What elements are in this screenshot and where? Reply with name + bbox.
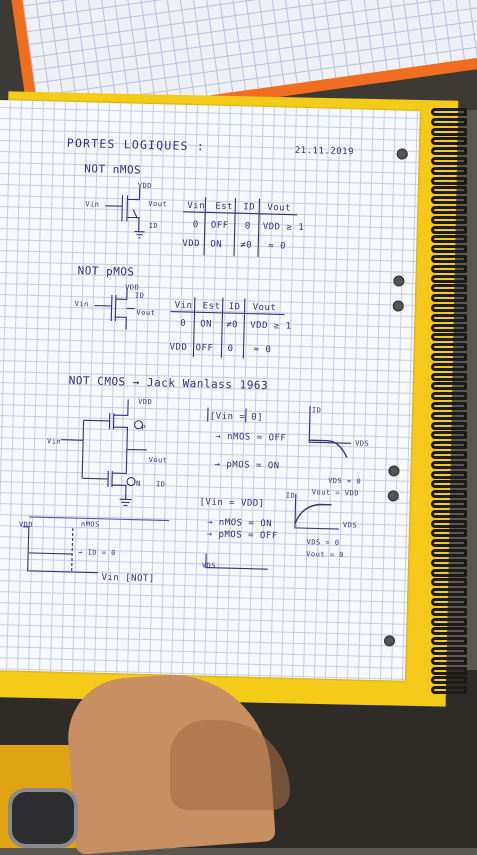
- spiral-coil: [431, 255, 467, 263]
- spiral-coil: [431, 519, 467, 528]
- spiral-coil: [431, 607, 467, 616]
- spiral-coil: [431, 539, 467, 548]
- spiral-coil: [431, 686, 467, 695]
- spiral-coil: [431, 421, 467, 430]
- spiral-coil: [431, 215, 467, 224]
- spiral-coil: [431, 382, 467, 391]
- transfer-graph: [22, 526, 98, 574]
- spiral-coil: [431, 137, 467, 146]
- spiral-coil: [431, 147, 467, 156]
- nmos-table-grid: [183, 197, 298, 257]
- spiral-coil: [431, 196, 467, 205]
- spiral-coil: [431, 284, 467, 293]
- wristwatch: [8, 788, 78, 848]
- spiral-coil: [431, 480, 467, 489]
- spiral-coil: [431, 509, 467, 518]
- notebook-spiral: [431, 108, 471, 698]
- cmos-inverter-sketch: [61, 399, 147, 500]
- pmos-transistor-sketch: [94, 288, 135, 330]
- spiral-coil: [431, 627, 467, 636]
- spiral-coil: [431, 558, 467, 567]
- spiral-coil: [431, 225, 467, 234]
- spiral-coil: [431, 460, 467, 469]
- spiral-coil: [431, 245, 467, 254]
- small-graph-axes: [205, 553, 268, 570]
- spiral-coil: [431, 372, 467, 381]
- spiral-coil: [431, 490, 467, 499]
- spiral-coil: [431, 264, 467, 273]
- spiral-coil: [431, 568, 467, 577]
- spiral-coil: [431, 529, 467, 538]
- spiral-coil: [431, 676, 467, 685]
- spiral-coil: [431, 470, 467, 479]
- spiral-coil: [431, 451, 467, 459]
- spiral-coil: [431, 108, 467, 116]
- spiral-coil: [431, 431, 467, 440]
- spiral-coil: [431, 176, 467, 185]
- spiral-coil: [431, 323, 467, 332]
- spiral-coil: [431, 578, 467, 587]
- circuit-sketches: [22, 187, 352, 574]
- notebook-page: PORTES LOGIQUES : 21.11.2019 NOT nMOS VD…: [0, 100, 420, 681]
- graph2-axes: [294, 493, 339, 530]
- spiral-coil: [431, 598, 467, 606]
- spiral-coil: [431, 235, 467, 244]
- spiral-coil: [431, 313, 467, 322]
- spiral-coil: [431, 362, 467, 371]
- spiral-coil: [431, 441, 467, 450]
- spiral-coil: [431, 304, 467, 312]
- spiral-coil: [431, 617, 467, 626]
- spiral-coil: [431, 353, 467, 361]
- pmos-table-grid: [170, 297, 285, 359]
- graph2-curve: [294, 503, 332, 525]
- spiral-coil: [431, 343, 467, 352]
- spiral-coil: [431, 206, 467, 214]
- spiral-coil: [431, 549, 467, 557]
- spiral-coil: [431, 666, 467, 675]
- spiral-coil: [431, 588, 467, 597]
- spiral-coil: [431, 157, 467, 165]
- spiral-coil: [431, 411, 467, 420]
- spiral-coil: [431, 333, 467, 342]
- nmos-transistor-sketch: [105, 187, 141, 232]
- spiral-coil: [431, 656, 467, 665]
- spiral-coil: [431, 127, 467, 136]
- spiral-coil: [431, 294, 467, 303]
- spiral-coil: [431, 274, 467, 283]
- spiral-coil: [431, 647, 467, 655]
- spiral-coil: [431, 117, 467, 126]
- spiral-coil: [431, 166, 467, 175]
- spiral-coil: [431, 500, 467, 508]
- spiral-coil: [431, 402, 467, 410]
- spiral-coil: [431, 392, 467, 401]
- graph1-axes: [308, 406, 352, 444]
- spiral-coil: [431, 637, 467, 646]
- graph1-curve: [309, 439, 348, 458]
- spiral-coil: [431, 186, 467, 195]
